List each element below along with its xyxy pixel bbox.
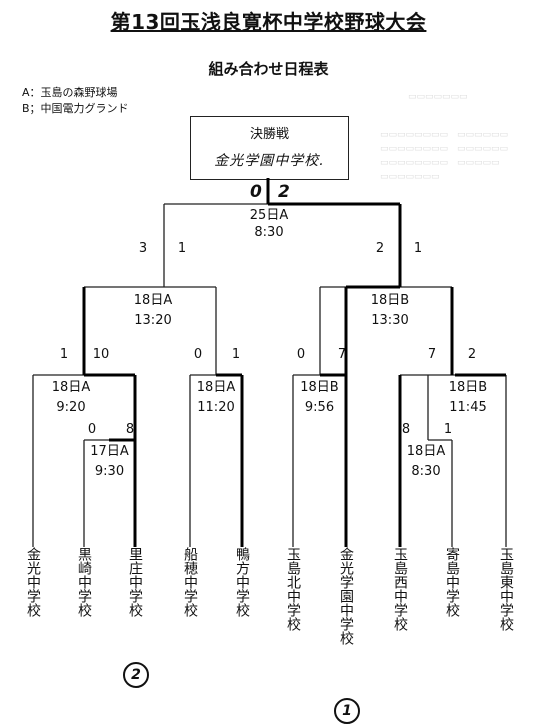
r1-right-date: 18日A xyxy=(406,444,446,459)
runner-up-mark: 2 xyxy=(123,662,149,688)
venue-b: B；中国電力グランド xyxy=(22,102,129,115)
final-handwritten-score-right: 2 xyxy=(278,182,290,202)
qf1-date: 18日A xyxy=(51,380,91,395)
semifinal-score: 7 xyxy=(427,347,437,362)
r1-left-date: 17日A xyxy=(90,444,129,459)
final-handwritten-score-left: 0 xyxy=(250,182,262,202)
semifinal-left-date: 18日A xyxy=(133,293,173,308)
final-time: 8:30 xyxy=(254,225,284,240)
r1-right-time: 8:30 xyxy=(411,464,441,479)
qf3-date: 18日B xyxy=(300,380,339,395)
qf1-time: 9:20 xyxy=(56,400,86,415)
team-name: 金光学園中学校 xyxy=(338,547,354,645)
bleed-through-marks: ▭▭▭▭▭▭▭▭ ▭▭▭▭▭▭▭▭▭▭▭▭▭▭ ▭▭▭▭▭▭▭▭▭▭▭▭▭▭ ▭… xyxy=(380,130,509,182)
champion-mark: 1 xyxy=(334,698,360,724)
final-box: 決勝戦 金光学園中学校. xyxy=(190,116,349,180)
semifinal-score: 7 xyxy=(337,347,347,362)
page-title: 第13回玉浅良寛杯中学校野球大会 xyxy=(110,10,427,34)
final-score: 3 xyxy=(138,241,148,256)
team-name: 里庄中学校 xyxy=(127,547,143,617)
r1-left-time: 9:30 xyxy=(94,464,125,479)
venue-a: A：玉島の森野球場 xyxy=(22,86,118,99)
page-subtitle: 組み合わせ日程表 xyxy=(208,60,329,78)
final-date: 25日A xyxy=(249,208,289,223)
team-name: 船穂中学校 xyxy=(182,547,198,617)
semifinal-score: 10 xyxy=(92,347,110,362)
team-name: 玉島西中学校 xyxy=(392,547,408,631)
team-name: 玉島東中学校 xyxy=(498,547,514,631)
semifinal-score: 0 xyxy=(296,347,306,362)
qf2-date: 18日A xyxy=(196,380,236,395)
qf-score: 1 xyxy=(443,422,453,437)
bleed-through-marks: ▭▭▭▭▭▭▭ xyxy=(408,92,468,102)
semifinal-right-time: 13:30 xyxy=(371,313,409,328)
semifinal-score: 0 xyxy=(193,347,203,362)
final-score: 1 xyxy=(413,241,423,256)
final-winner: 金光学園中学校. xyxy=(214,153,325,169)
bracket-normal-lines xyxy=(32,203,507,547)
semifinal-score: 1 xyxy=(231,347,241,362)
qf2-time: 11:20 xyxy=(197,400,235,415)
qf4-date: 18日B xyxy=(448,380,488,395)
team-name: 黒崎中学校 xyxy=(76,547,92,617)
final-score: 1 xyxy=(177,241,187,256)
semifinal-right-date: 18日B xyxy=(370,293,410,308)
team-name: 金光中学校 xyxy=(25,547,41,617)
team-name: 寄島中学校 xyxy=(444,547,460,617)
qf-score: 8 xyxy=(401,422,411,437)
bracket-winner-path-lines xyxy=(82,178,506,547)
final-score: 2 xyxy=(375,241,385,256)
qf-score: 0 xyxy=(87,422,97,437)
team-name: 玉島北中学校 xyxy=(285,547,301,631)
team-name: 鴨方中学校 xyxy=(234,547,250,617)
qf4-time: 11:45 xyxy=(449,400,487,415)
semifinal-score: 2 xyxy=(467,347,477,362)
qf3-time: 9:56 xyxy=(304,400,335,415)
semifinal-left-time: 13:20 xyxy=(134,313,172,328)
final-label: 決勝戦 xyxy=(249,127,289,142)
qf-score: 8 xyxy=(125,422,135,437)
semifinal-score: 1 xyxy=(59,347,69,362)
